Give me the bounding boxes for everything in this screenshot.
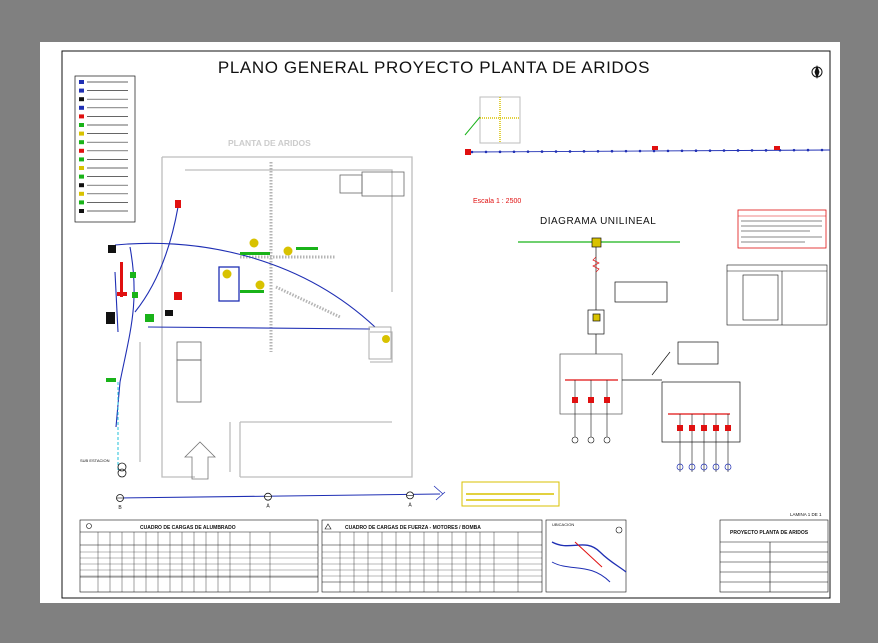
notes-box (737, 209, 827, 249)
motor-symbols (218, 238, 392, 360)
transformer-icon (117, 462, 127, 478)
yellow-note (461, 481, 560, 507)
single-line-diagram (518, 237, 741, 443)
north-arrow-icon (811, 65, 823, 79)
pole-marker-label: A (266, 504, 270, 510)
drawing-sheet: PLANO GENERAL PROYECTO PLANTA DE ARIDOS … (40, 42, 840, 603)
power-loads-table (321, 519, 543, 593)
sheet-border (61, 50, 831, 599)
plant-label: PLANTA DE ARIDOS (228, 138, 311, 148)
sld-branches (571, 380, 732, 472)
scale-text: Escala 1 : 2500 (473, 198, 521, 205)
truck-top (339, 171, 405, 197)
power-table (726, 264, 828, 326)
pole-marker: B (116, 494, 124, 511)
switchgear-left (106, 200, 182, 382)
plan-title: PLANO GENERAL PROYECTO PLANTA DE ARIDOS (218, 58, 650, 77)
single-line-title: DIAGRAMA UNILINEAL (540, 216, 656, 227)
sheet-number: LAMINA 1 DE 1 (790, 512, 822, 517)
lighting-table-title: CUADRO DE CARGAS DE ALUMBRADO (140, 525, 236, 531)
transformer-label: SUB ESTACION (80, 458, 110, 463)
plan-drawing: PLANO GENERAL PROYECTO PLANTA DE ARIDOS … (61, 50, 831, 599)
pole-marker: A (406, 491, 414, 508)
feeder-lines (114, 206, 376, 428)
site-overview (464, 96, 831, 155)
location-label: UBICACION (552, 522, 574, 527)
lighting-table (79, 519, 319, 593)
pole-marker: A (264, 492, 272, 510)
pole-marker-label: A (408, 502, 412, 508)
legend (74, 75, 136, 223)
pole-marker-label: B (118, 505, 122, 511)
power-loads-table-title: CUADRO DE CARGAS DE FUERZA - MOTORES / B… (345, 525, 481, 531)
line-break-icon (433, 485, 446, 501)
mv-line (119, 493, 441, 499)
project-name: PROYECTO PLANTA DE ARIDOS (730, 530, 809, 536)
entry-arrow-icon (184, 441, 216, 480)
truck-left (176, 341, 202, 403)
conveyor-structure (240, 162, 341, 352)
title-block (719, 519, 829, 593)
location-map (545, 519, 627, 593)
